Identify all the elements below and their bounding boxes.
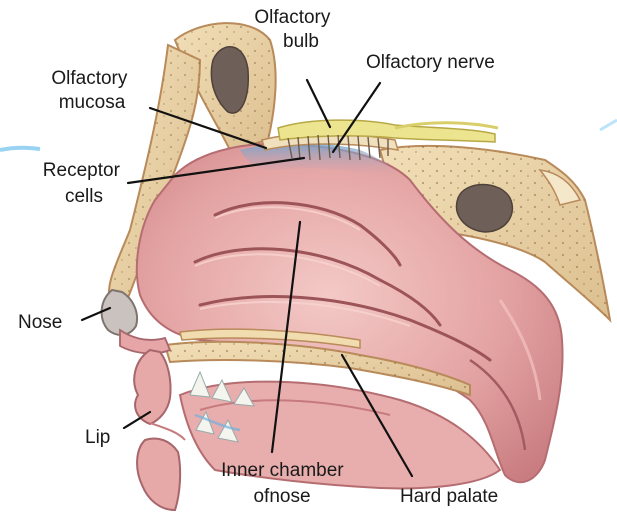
label-receptor-cells-line1: Receptor: [43, 160, 121, 181]
lower-lip: [137, 439, 180, 511]
label-olfactory-mucosa-line1: Olfactory: [51, 68, 128, 89]
sphenoid-sinus: [457, 185, 513, 233]
nose-tip: [102, 290, 137, 335]
label-olfactory-bulb-line1: Olfactory: [254, 7, 331, 28]
label-inner-chamber-line1: Inner chamber: [221, 460, 344, 481]
right-accent-streak: [600, 120, 617, 130]
label-olfactory-mucosa-line2: mucosa: [59, 92, 126, 113]
label-lip: Lip: [85, 427, 110, 448]
left-accent-streak: [0, 148, 40, 150]
nostril-area: [120, 330, 170, 353]
label-hard-palate: Hard palate: [400, 486, 498, 507]
svg-text:Receptor cells: Receptor cells: [43, 160, 125, 207]
label-olfactory-nerve: Olfactory nerve: [366, 52, 495, 73]
upper-lip: [134, 350, 170, 424]
leader-olfactory-bulb: [307, 80, 330, 127]
svg-text:Olfactory mucosa: Olfactory mucosa: [51, 68, 132, 113]
label-inner-chamber-line2: ofnose: [253, 486, 310, 507]
label-receptor-cells-line2: cells: [65, 186, 103, 207]
label-olfactory-bulb-line2: bulb: [283, 31, 319, 52]
label-nose: Nose: [18, 312, 62, 333]
